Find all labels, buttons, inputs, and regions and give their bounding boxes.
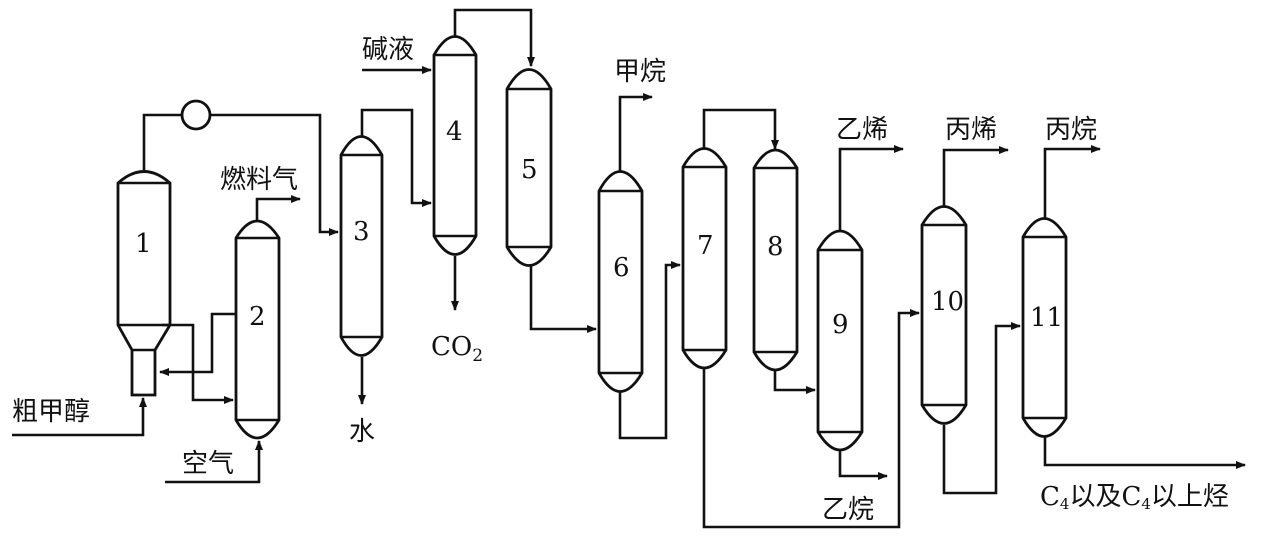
label-co2: CO2	[431, 332, 483, 366]
pipe-fuel-gas	[255, 195, 301, 220]
pipe-propane	[1043, 145, 1101, 219]
pipe-col7-to-col10	[702, 309, 920, 529]
label-propane: 丙烷	[1045, 115, 1097, 145]
pipe-col4-to-col5	[453, 8, 535, 67]
pipe-air	[165, 440, 263, 484]
pipe-col10-to-col11	[942, 322, 1021, 495]
pipe-col7-to-col8	[702, 108, 779, 150]
label-crude-methanol: 粗甲醇	[12, 397, 90, 427]
pipe-col8-to-col9	[773, 370, 816, 394]
column-1-label: 1	[135, 229, 152, 259]
pipe-propylene	[942, 146, 1009, 207]
column-10-label: 10	[931, 287, 964, 317]
column-3-label: 3	[353, 217, 370, 247]
label-ethylene: 乙烯	[836, 115, 888, 145]
label-c4-plus: C4以及C4以上烃	[1040, 482, 1229, 513]
pipe-col1-to-col2	[162, 323, 234, 404]
label-water: 水	[349, 417, 375, 447]
column-9-label: 9	[832, 310, 849, 340]
column-2: 2	[234, 219, 281, 440]
column-8: 8	[752, 148, 799, 372]
column-6-label: 6	[613, 253, 630, 283]
pipe-col1-to-col3	[142, 99, 339, 236]
pipe-c4-plus	[1043, 437, 1246, 469]
column-5-label: 5	[521, 155, 538, 185]
column-5: 5	[505, 68, 553, 267]
label-ethane: 乙烷	[822, 495, 874, 525]
pipe-col5-to-col6	[529, 265, 597, 333]
column-7: 7	[681, 147, 728, 370]
pipe-ethane	[838, 450, 888, 480]
column-9: 9	[816, 229, 864, 452]
column-4-label: 4	[446, 117, 463, 147]
compressor-icon	[180, 99, 212, 131]
pipe-col3-to-col4	[360, 108, 432, 207]
pipe-methane	[618, 93, 653, 172]
column-10: 10	[920, 205, 968, 425]
pipe-ethylene	[838, 145, 904, 232]
column-1: 1	[116, 170, 172, 397]
column-8-label: 8	[767, 232, 784, 262]
label-air: 空气	[182, 449, 234, 479]
label-fuel-gas: 燃料气	[220, 165, 298, 195]
pipe-crude-methanol	[12, 397, 147, 437]
column-11-label: 11	[1030, 303, 1063, 333]
column-2-label: 2	[249, 302, 266, 332]
column-7-label: 7	[697, 231, 714, 261]
column-4: 4	[432, 35, 478, 256]
label-alkali: 碱液	[362, 35, 414, 65]
label-propylene: 丙烯	[945, 115, 997, 145]
column-3: 3	[339, 135, 384, 357]
label-methane: 甲烷	[614, 57, 666, 87]
column-11: 11	[1021, 217, 1068, 438]
pipe-col6-to-col7	[618, 261, 681, 440]
pipe-col2-to-col1	[159, 312, 236, 376]
column-6: 6	[597, 170, 644, 393]
